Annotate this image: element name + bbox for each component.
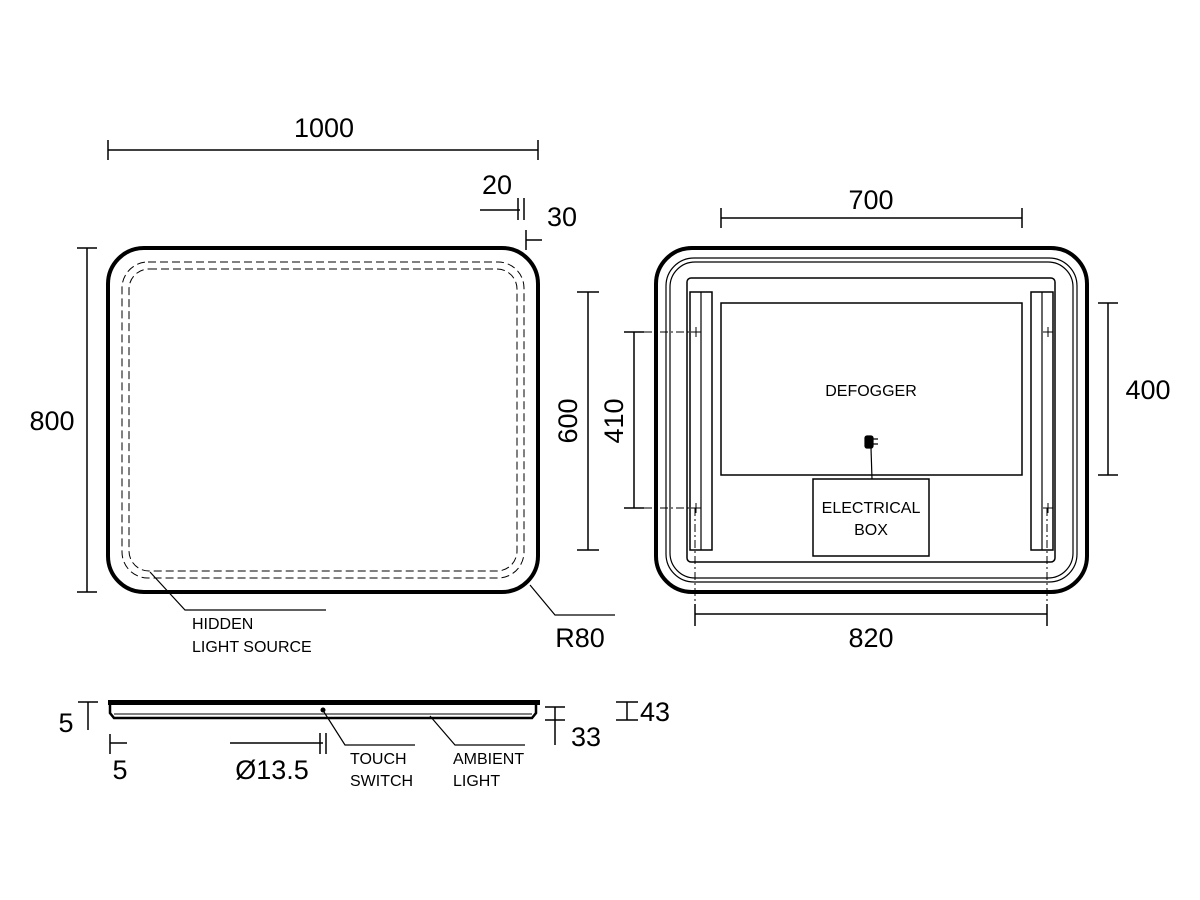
dimension-410 <box>624 331 692 509</box>
mirror-outline <box>106 246 540 594</box>
defogger-height-label: 400 <box>1125 375 1170 405</box>
dimension-diameter <box>230 733 327 754</box>
touch-switch-label-2: SWITCH <box>350 773 413 790</box>
height-label: 800 <box>29 406 74 436</box>
hidden-light-inner-dashed <box>128 268 518 572</box>
dim-20-label: 20 <box>482 170 512 200</box>
hidden-light-leader <box>149 571 326 611</box>
mount-hole-icons <box>691 327 1053 513</box>
touch-switch-leader <box>323 711 415 746</box>
plug-icon <box>864 435 878 480</box>
defogger-label: DEFOGGER <box>825 383 917 400</box>
electrical-box-label-2: BOX <box>854 522 888 539</box>
hidden-light-label-1: HIDDEN <box>192 616 253 633</box>
width-label: 1000 <box>294 113 354 143</box>
touch-switch-icon <box>320 707 326 713</box>
back-frame-line-1 <box>665 257 1078 583</box>
radius-label: R80 <box>555 623 605 653</box>
dimension-700 <box>720 208 1023 228</box>
side-view: 5 5 Ø13.5 TOUCH SWITCH AMBIENT LIGHT 33 … <box>58 697 670 790</box>
dimension-43 <box>616 701 638 721</box>
ambient-light-label-2: LIGHT <box>453 773 500 790</box>
back-view: DEFOGGER ELECTRICAL BOX 700 400 410 <box>599 185 1171 653</box>
dimension-width <box>107 140 539 160</box>
hidden-light-outer-dashed <box>121 261 525 579</box>
dimension-5-top <box>78 701 98 730</box>
dimension-height <box>77 247 97 593</box>
switch-diameter-label: Ø13.5 <box>235 755 309 785</box>
dim-30-label: 30 <box>547 202 577 232</box>
frame-profile <box>108 705 538 720</box>
hidden-light-label-2: LIGHT SOURCE <box>192 639 312 656</box>
frame-depth-label: 33 <box>571 722 601 752</box>
front-view: 1000 20 30 800 600 HIDDEN LIGHT SOURCE R… <box>29 113 615 656</box>
dimension-20-30 <box>480 198 542 250</box>
back-plate <box>686 277 1056 563</box>
mount-horizontal-label: 820 <box>848 623 893 653</box>
defogger-width-label: 700 <box>848 185 893 215</box>
ambient-light-leader <box>429 715 525 746</box>
edge-offset-label: 5 <box>112 755 127 785</box>
glass-thickness-label: 5 <box>58 708 73 738</box>
ambient-light-label-1: AMBIENT <box>453 751 524 768</box>
radius-leader <box>529 584 615 616</box>
dimension-5-bottom <box>109 734 127 754</box>
dimension-820 <box>694 508 1048 626</box>
electrical-box-label-1: ELECTRICAL <box>822 500 921 517</box>
dimension-33 <box>545 706 565 745</box>
dimension-400 <box>1098 302 1118 476</box>
dimension-600 <box>577 291 599 551</box>
total-depth-label: 43 <box>640 697 670 727</box>
mount-vertical-label: 410 <box>599 398 629 443</box>
glass-edge <box>108 700 540 705</box>
back-frame-line-2 <box>669 261 1074 579</box>
electrical-box <box>812 478 930 557</box>
touch-switch-label-1: TOUCH <box>350 751 407 768</box>
back-outline <box>654 246 1089 594</box>
light-zone-label: 600 <box>553 398 583 443</box>
